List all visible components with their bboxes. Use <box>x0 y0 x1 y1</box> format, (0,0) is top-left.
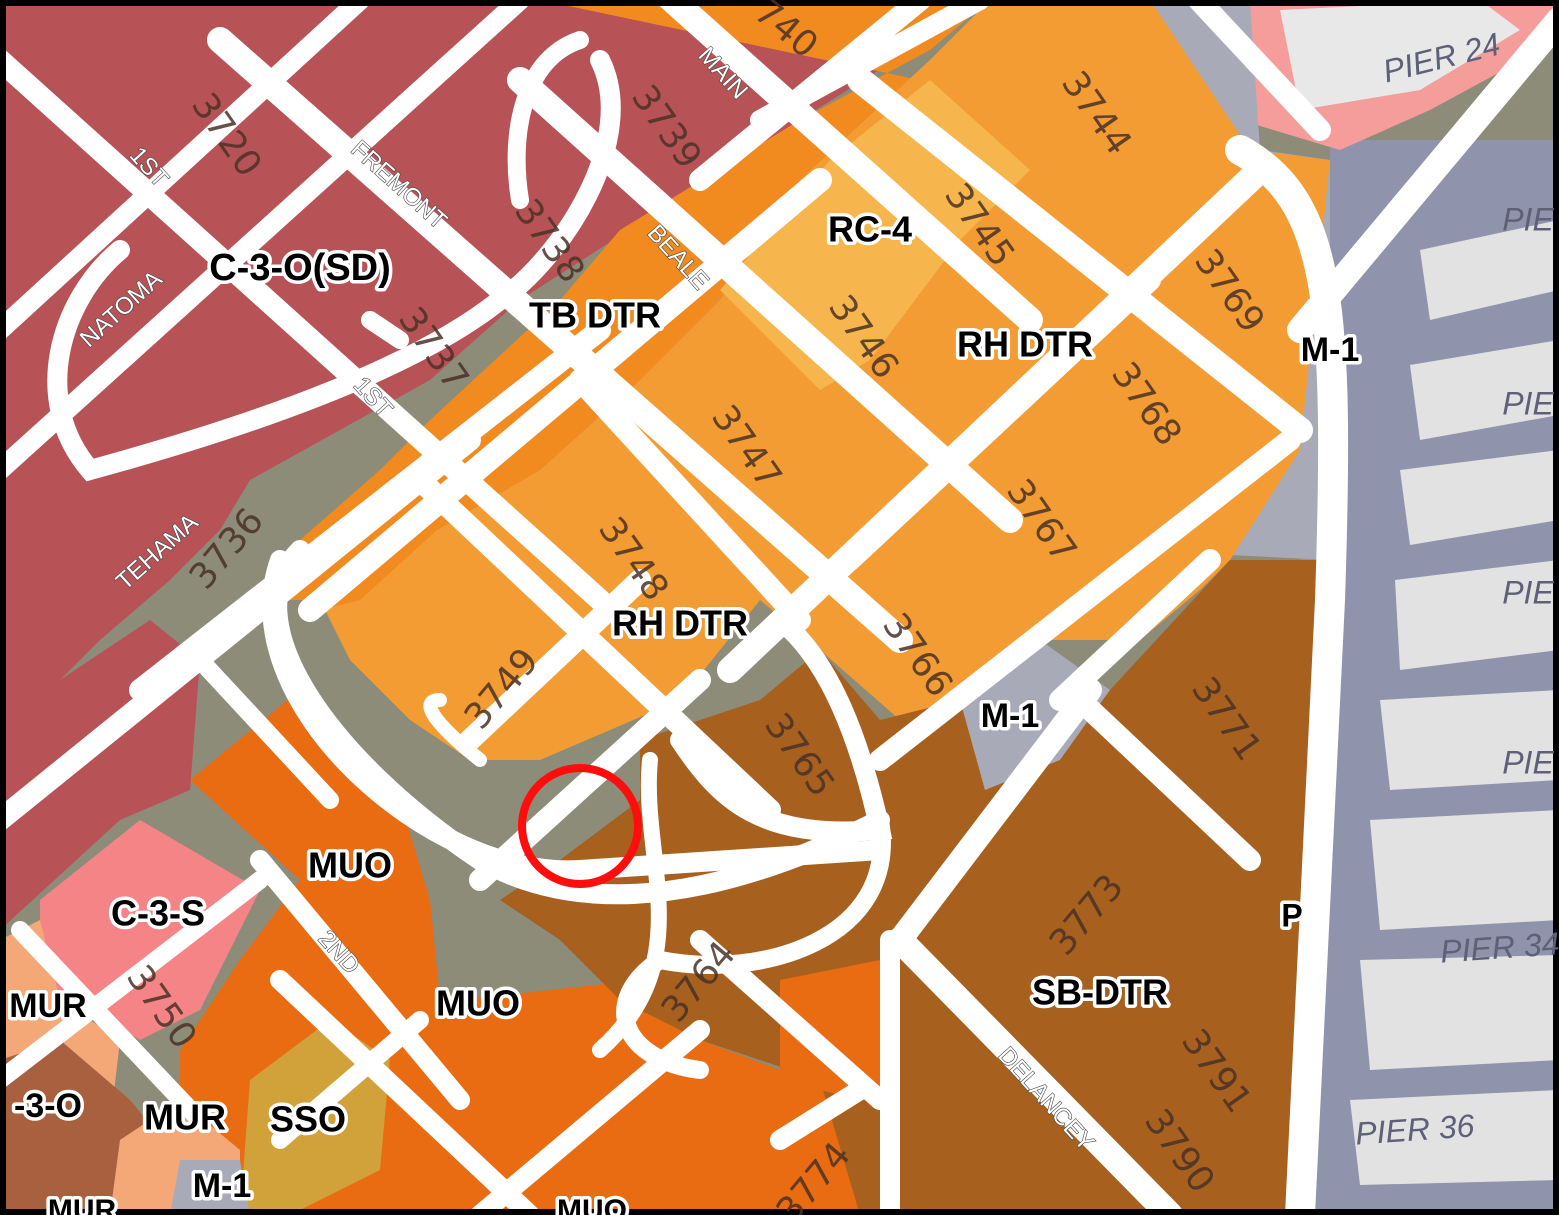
zone-label: SB-DTR <box>1032 972 1168 1013</box>
zone-label: C-3-O(SD) <box>209 247 391 289</box>
m1-zone-south <box>170 1160 250 1215</box>
pier-fingers <box>1350 220 1559 1185</box>
zone-label: MUR <box>9 987 86 1025</box>
orange-sb-wedge <box>780 960 900 1100</box>
zone-label: P <box>1281 897 1302 933</box>
zone-label: M-1 <box>981 697 1040 735</box>
zone-label: M-1 <box>193 1167 252 1205</box>
pier-24-building <box>1280 0 1520 110</box>
pier-label: PIE <box>1502 201 1554 237</box>
zone-label: SSO <box>270 1099 346 1140</box>
c3o-district <box>0 0 990 700</box>
zone-label: RC-4 <box>828 209 912 250</box>
pier-label: PIER 36 <box>1354 1107 1476 1151</box>
zone-label: MUO <box>308 845 392 886</box>
location-marker-circle <box>518 764 642 888</box>
zone-label: M-1 <box>1301 331 1360 369</box>
pier-label: PIE <box>1502 744 1554 780</box>
zone-label: MUR <box>48 1194 117 1215</box>
pier-label: PIE <box>1502 385 1554 421</box>
zone-label: TB DTR <box>529 295 661 336</box>
pier-label: PIE <box>1502 574 1554 610</box>
zone-label: MUO <box>557 1194 627 1215</box>
muo-zone-south <box>460 980 900 1215</box>
zone-label: -3-O <box>14 1087 82 1125</box>
pier-label: PIER 34 <box>1439 925 1559 969</box>
zone-label: C-3-S <box>111 893 205 934</box>
zone-label: MUO <box>436 983 520 1024</box>
zone-label: MUR <box>144 1097 226 1138</box>
c3s-zone <box>40 820 260 1040</box>
zone-label: RH DTR <box>612 603 748 644</box>
zone-label: RH DTR <box>957 324 1093 365</box>
